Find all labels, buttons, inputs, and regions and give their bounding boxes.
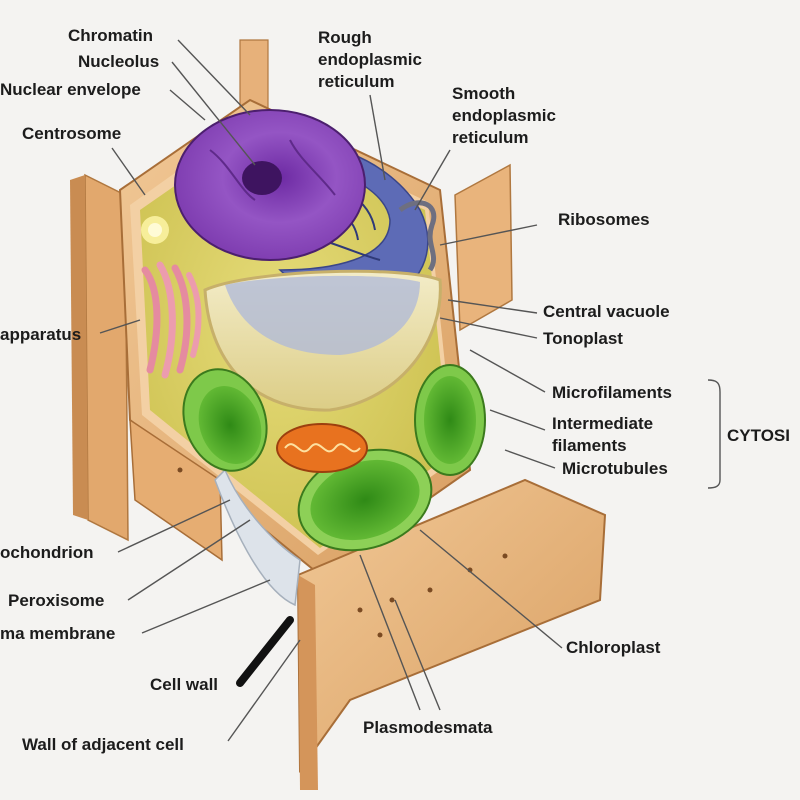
label-centrosome: Centrosome [22,124,122,143]
chloroplast-left [182,368,268,472]
label-peroxisome: Peroxisome [8,591,105,610]
label-central-vacuole: Central vacuole [543,302,670,321]
label-plasmodesmata: Plasmodesmata [363,718,493,737]
label-golgi-apparatus: apparatus [0,325,82,344]
label-rough-er-2: endoplasmic [318,50,422,69]
label-rough-er-1: Rough [318,28,372,47]
label-cell-wall: Cell wall [150,675,219,694]
label-ribosomes: Ribosomes [558,210,650,229]
label-chloroplast: Chloroplast [566,638,661,657]
chloroplast-front [297,448,433,552]
cell-wall-pointer [236,616,294,687]
nucleus [174,109,366,261]
central-vacuole [203,269,442,412]
label-chromatin: Chromatin [68,26,153,45]
label-smooth-er-1: Smooth [452,84,516,103]
label-smooth-er-2: endoplasmic [452,106,556,125]
smooth-er [398,200,437,272]
plasma-membrane-region [214,468,301,607]
label-intermediate-filaments-2: filaments [552,436,627,455]
label-intermediate-filaments-1: Intermediate [552,414,654,433]
label-wall-adjacent-cell: Wall of adjacent cell [22,735,184,754]
adjacent-wall-right [454,163,513,332]
adjacent-wall-left [70,173,129,542]
centrosome [141,216,169,244]
mitochondrion [276,423,368,473]
label-rough-er-3: reticulum [318,72,395,91]
label-microfilaments: Microfilaments [552,383,672,402]
label-nuclear-envelope: Nuclear envelope [0,80,141,99]
leader-lines [99,39,721,742]
golgi-apparatus [141,261,202,379]
label-tonoplast: Tonoplast [543,329,623,348]
front-wall-panel [129,418,607,790]
label-mitochondrion: ochondrion [0,543,94,562]
label-microtubules: Microtubules [562,459,668,478]
label-cytoskeleton: CYTOSI [727,426,790,445]
label-nucleolus: Nucleolus [78,52,160,71]
label-smooth-er-3: reticulum [452,128,529,147]
label-plasma-membrane: ma membrane [0,624,116,643]
chloroplast-right [414,364,486,476]
